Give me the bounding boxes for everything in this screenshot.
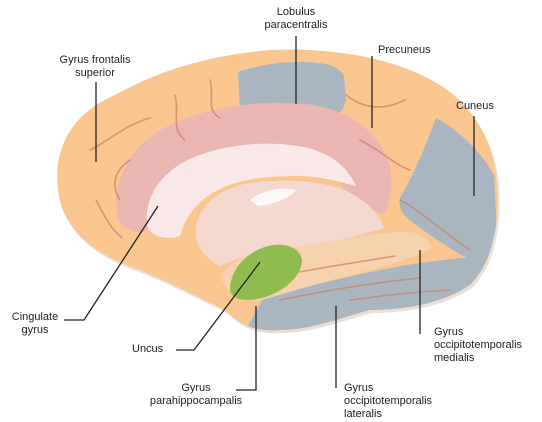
label-cuneus: Cuneus	[456, 100, 494, 113]
label-uncus: Uncus	[132, 343, 163, 356]
label-gyrus-frontalis-superior: Gyrus frontalis superior	[40, 54, 150, 80]
label-gyrus-occipitotemporalis-medialis: Gyrus occipitotemporalis medialis	[434, 326, 522, 365]
label-precuneus: Precuneus	[378, 44, 431, 57]
label-cingulate-gyrus: Cingulate gyrus	[6, 311, 64, 337]
label-gyrus-parahippocampalis: Gyrus parahippocampalis	[146, 382, 246, 408]
label-lobulus-paracentralis: Lobulus paracentralis	[260, 6, 332, 32]
label-gyrus-occipitotemporalis-lateralis: Gyrus occipitotemporalis lateralis	[344, 382, 432, 421]
